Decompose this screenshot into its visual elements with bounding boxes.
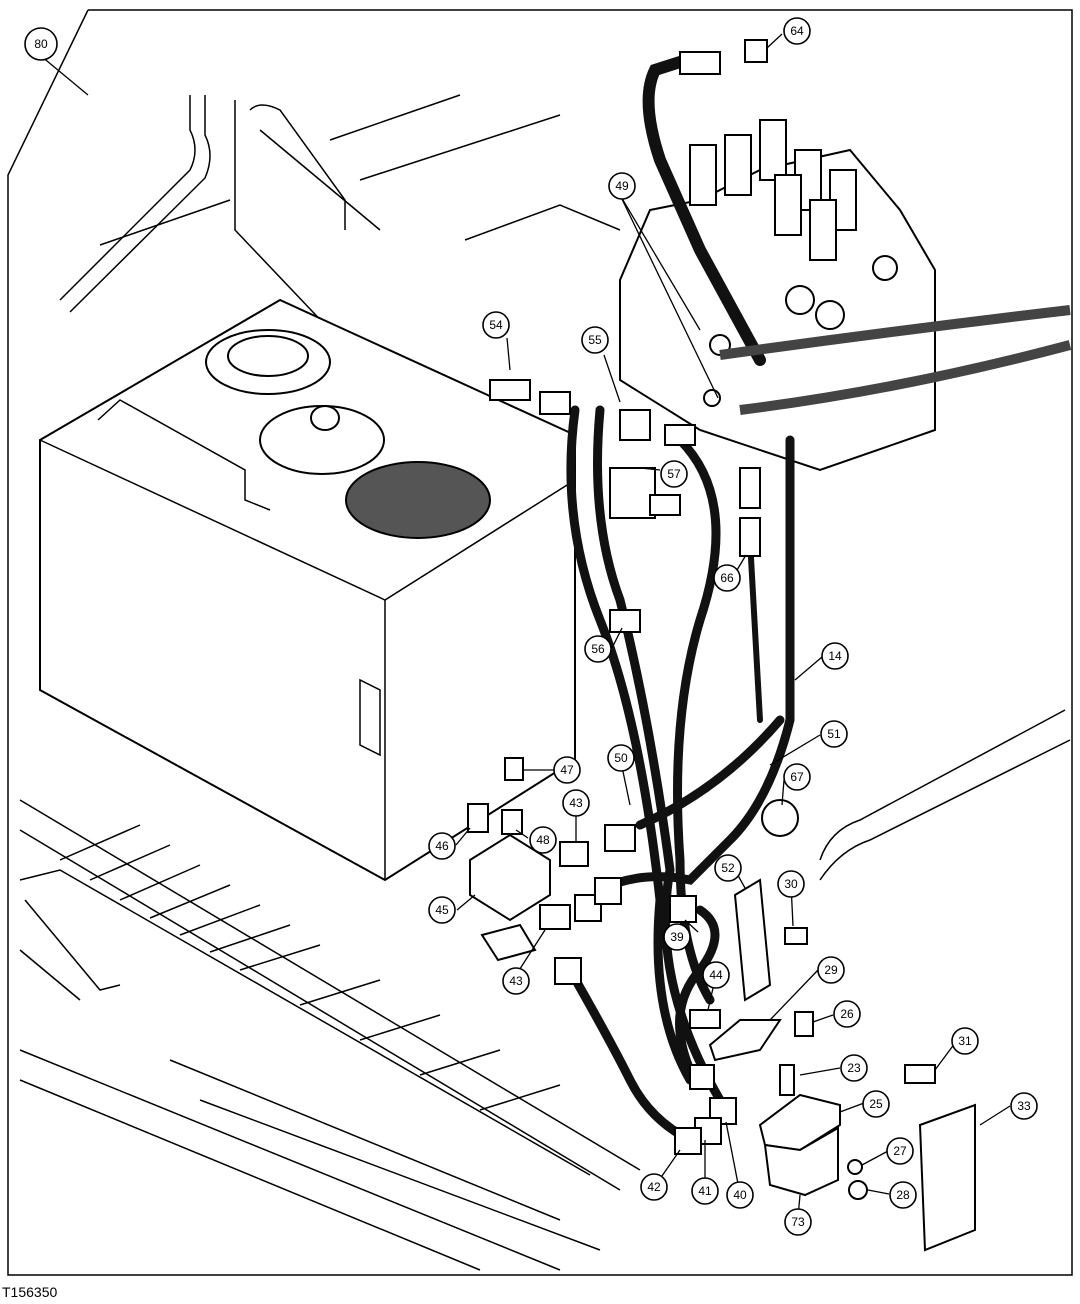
callout-label: 80 xyxy=(34,37,48,51)
callout-label: 29 xyxy=(824,963,838,977)
callout-49: 49 xyxy=(608,172,636,200)
callout-label: 52 xyxy=(721,861,735,875)
callout-label: 54 xyxy=(489,318,503,332)
callout-44: 44 xyxy=(702,961,730,989)
callout-43-upper: 43 xyxy=(562,789,590,817)
callout-label: 30 xyxy=(784,877,798,891)
callout-label: 25 xyxy=(869,1097,883,1111)
figure-id: T156350 xyxy=(2,1284,58,1300)
frame-border xyxy=(7,9,1073,1276)
callout-46: 46 xyxy=(428,832,456,860)
callout-48: 48 xyxy=(529,826,557,854)
callout-50: 50 xyxy=(607,744,635,772)
callout-57: 57 xyxy=(660,460,688,488)
callout-41: 41 xyxy=(691,1177,719,1205)
callout-label: 64 xyxy=(790,24,804,38)
callout-label: 45 xyxy=(435,903,449,917)
callout-80: 80 xyxy=(24,27,58,61)
callout-label: 28 xyxy=(896,1188,910,1202)
callout-31: 31 xyxy=(951,1027,979,1055)
callout-label: 31 xyxy=(958,1034,972,1048)
callout-label: 43 xyxy=(509,974,523,988)
callout-51: 51 xyxy=(820,720,848,748)
callout-45: 45 xyxy=(428,896,456,924)
callout-label: 27 xyxy=(893,1144,907,1158)
callout-30: 30 xyxy=(777,870,805,898)
callout-label: 57 xyxy=(667,467,681,481)
callout-56: 56 xyxy=(584,635,612,663)
callout-27: 27 xyxy=(886,1137,914,1165)
callout-label: 23 xyxy=(847,1061,861,1075)
callout-label: 42 xyxy=(647,1180,661,1194)
fittings xyxy=(467,39,976,1252)
sight-gauge xyxy=(345,461,491,539)
callout-28: 28 xyxy=(889,1181,917,1209)
callout-29: 29 xyxy=(817,956,845,984)
callout-55: 55 xyxy=(581,326,609,354)
leader-lines xyxy=(40,33,1011,1218)
callout-label: 26 xyxy=(840,1007,854,1021)
callout-67: 67 xyxy=(783,763,811,791)
callout-43-lower: 43 xyxy=(502,967,530,995)
callout-label: 41 xyxy=(698,1184,712,1198)
callout-label: 73 xyxy=(791,1215,805,1229)
callout-label: 48 xyxy=(536,833,550,847)
callout-label: 43 xyxy=(569,796,583,810)
callout-23: 23 xyxy=(840,1054,868,1082)
callout-54: 54 xyxy=(482,311,510,339)
callout-26: 26 xyxy=(833,1000,861,1028)
callout-39: 39 xyxy=(663,923,691,951)
callout-64: 64 xyxy=(783,17,811,45)
callout-label: 66 xyxy=(720,571,734,585)
callout-52: 52 xyxy=(714,854,742,882)
callout-label: 49 xyxy=(615,179,629,193)
callout-label: 47 xyxy=(560,763,574,777)
track-frame xyxy=(19,709,1071,1271)
callout-label: 56 xyxy=(591,642,605,656)
callout-label: 51 xyxy=(827,727,841,741)
callout-42: 42 xyxy=(640,1173,668,1201)
callout-label: 14 xyxy=(828,649,842,663)
cab-frame xyxy=(59,94,621,331)
callout-33: 33 xyxy=(1010,1092,1038,1120)
callout-40: 40 xyxy=(726,1181,754,1209)
hoses xyxy=(565,56,1072,1145)
callout-label: 50 xyxy=(614,751,628,765)
callout-label: 44 xyxy=(709,968,723,982)
callout-label: 40 xyxy=(733,1188,747,1202)
hydraulic-tank xyxy=(39,298,576,882)
callout-label: 46 xyxy=(435,839,449,853)
callout-14: 14 xyxy=(821,642,849,670)
callout-73: 73 xyxy=(784,1208,812,1236)
callout-label: 39 xyxy=(670,930,684,944)
callout-label: 33 xyxy=(1017,1099,1031,1113)
callout-66: 66 xyxy=(713,564,741,592)
callout-label: 55 xyxy=(588,333,602,347)
callout-47: 47 xyxy=(553,756,581,784)
callout-label: 67 xyxy=(790,770,804,784)
callout-25: 25 xyxy=(862,1090,890,1118)
